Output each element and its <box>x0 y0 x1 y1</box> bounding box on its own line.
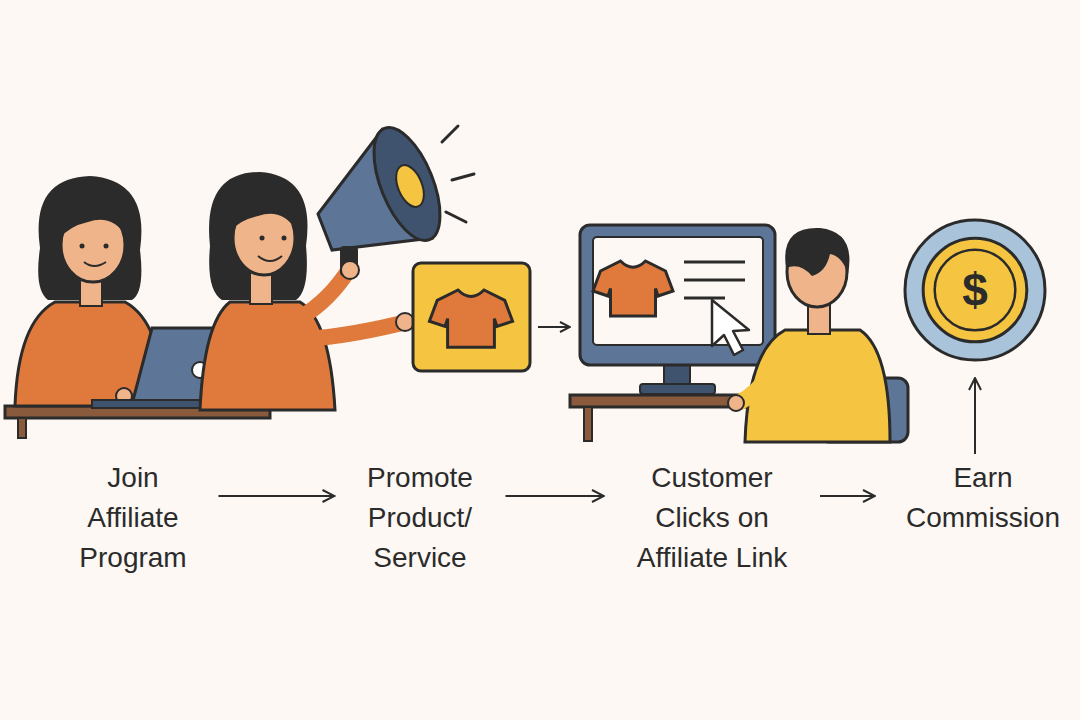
step-label: Promote Product/ Service <box>335 458 506 578</box>
megaphone <box>360 119 453 250</box>
monitor <box>580 225 775 394</box>
step-text: Promote Product/ Service <box>363 458 478 578</box>
woman-figure <box>396 313 414 331</box>
woman-figure <box>260 236 265 241</box>
coin-shape <box>923 238 1027 342</box>
man-figure <box>785 228 849 276</box>
flow-arrow <box>820 495 875 497</box>
megaphone <box>318 119 474 279</box>
woman-figure <box>258 256 282 261</box>
woman-figure <box>60 340 120 396</box>
man-figure <box>740 360 780 402</box>
currency-symbol: $ <box>962 265 988 315</box>
flow-arrow <box>974 378 976 454</box>
product-card <box>413 263 530 371</box>
product-card <box>413 263 530 371</box>
woman-figure <box>38 176 141 300</box>
woman-figure <box>80 244 85 249</box>
desk <box>18 418 26 438</box>
woman-figure <box>200 302 335 410</box>
woman-figure <box>290 324 398 340</box>
monitor <box>684 297 725 300</box>
monitor <box>593 261 673 316</box>
monitor <box>640 384 715 394</box>
woman-figure <box>282 236 287 241</box>
product-card <box>429 290 512 347</box>
megaphone <box>446 212 466 222</box>
step-text: Customer Clicks on Affiliate Link <box>632 458 792 578</box>
step-label: Join Affiliate Program <box>48 458 219 578</box>
coin-shape <box>905 220 1045 360</box>
monitor <box>664 364 690 386</box>
flow-arrow <box>506 495 605 497</box>
monitor <box>684 279 745 282</box>
man-figure <box>728 228 908 442</box>
desk <box>584 407 592 441</box>
monitor <box>684 261 745 264</box>
megaphone <box>442 126 458 142</box>
flow-arrow <box>219 495 335 497</box>
megaphone <box>391 161 430 211</box>
man-figure <box>728 395 744 411</box>
woman-figure <box>104 244 109 249</box>
step-label: Earn Commission <box>875 458 1080 538</box>
monitor <box>712 300 749 355</box>
woman-figure <box>84 262 106 266</box>
step-label: Customer Clicks on Affiliate Link <box>604 458 820 578</box>
monitor <box>580 225 775 365</box>
woman-figure <box>60 204 126 238</box>
coin-shape <box>935 250 1016 331</box>
megaphone <box>452 174 474 180</box>
flow-arrow <box>538 326 570 328</box>
step-text: Earn Commission <box>903 458 1063 538</box>
megaphone <box>341 261 359 279</box>
woman-figure <box>232 197 296 230</box>
step-text: Join Affiliate Program <box>76 458 191 578</box>
coin-badge: $ <box>903 218 1047 362</box>
